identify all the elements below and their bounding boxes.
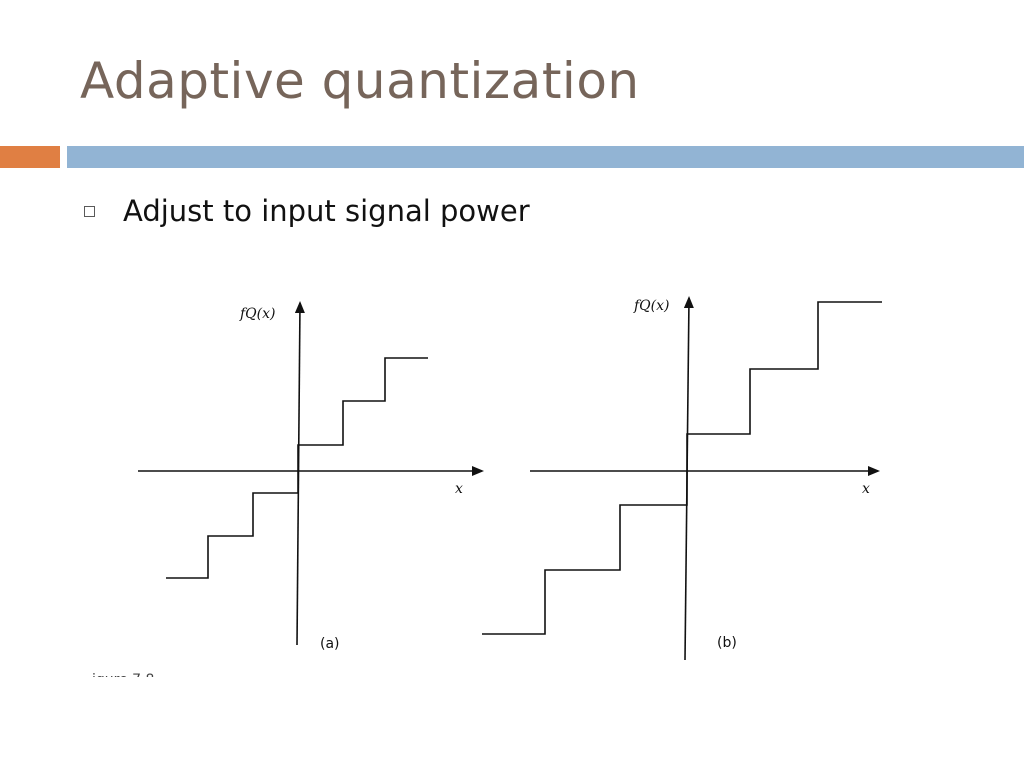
square-bullet-icon [84,205,95,217]
title-accent-bar [0,146,60,168]
panel-a: fQ(x) x (a) [138,301,484,652]
panel-b: fQ(x) x (b) [482,296,882,661]
caption-b: (b) [717,635,737,651]
bullet-item: Adjust to input signal power [84,194,530,228]
x-axis-label-a: x [455,481,463,497]
slide-title: Adaptive quantization [80,52,640,110]
staircase-a [166,357,428,579]
title-divider-bar [67,146,1024,168]
bullet-text: Adjust to input signal power [123,194,530,228]
y-axis-label-a: fQ(x) [239,306,275,322]
y-axis-label-b: fQ(x) [633,298,669,314]
staircase-b [482,301,882,635]
caption-a: (a) [320,636,340,652]
x-axis-label-b: x [862,481,870,497]
